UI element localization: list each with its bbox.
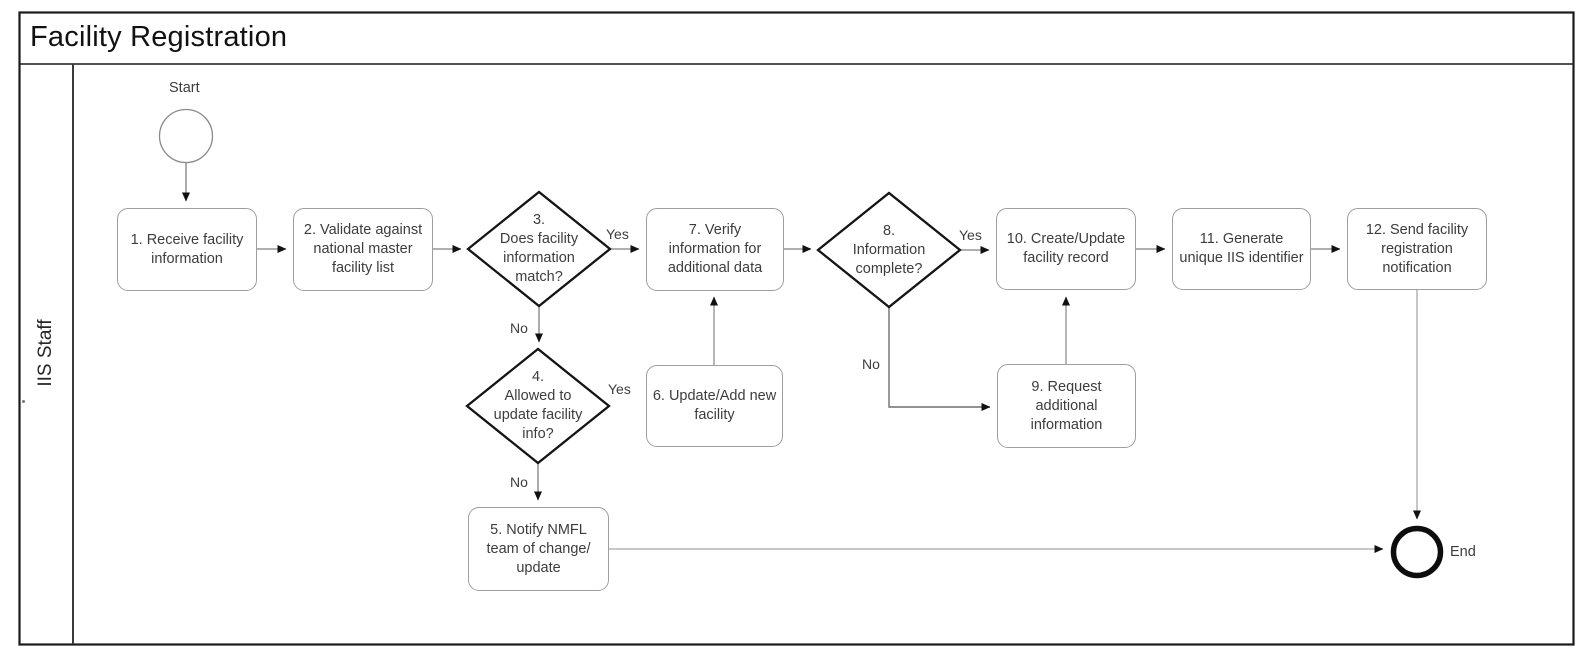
edge-label-no-3: No (510, 320, 528, 336)
task-9-request-additional-information: 9. Request additional information (997, 364, 1136, 448)
stray-mark (22, 400, 25, 403)
edge-label-yes-4: Yes (608, 381, 631, 397)
flow-8-no-to-9 (888, 307, 991, 411)
start-event-circle (158, 108, 214, 164)
start-event-label: Start (169, 80, 200, 96)
pool-frame (18, 11, 1575, 646)
end-event-label: End (1450, 544, 1476, 560)
task-10-create-update-facility-record: 10. Create/Update facility record (996, 208, 1136, 290)
edge-label-no-8: No (862, 356, 880, 372)
task-2-validate-against-nmfl: 2. Validate against national master faci… (293, 208, 433, 291)
task-12-send-registration-notification: 12. Send facility registration notificat… (1347, 208, 1487, 290)
gateway-3-shape (466, 190, 612, 308)
task-11-generate-unique-iis-identifier: 11. Generate unique IIS identifier (1172, 208, 1311, 290)
gateway-4-shape (465, 347, 611, 465)
task-1-receive-facility-information: 1. Receive facility information (117, 208, 257, 291)
edge-label-yes-8: Yes (959, 227, 982, 243)
edge-label-yes-3: Yes (606, 226, 629, 242)
task-5-notify-nmfl-team: 5. Notify NMFL team of change/ update (468, 507, 609, 591)
edge-label-no-4: No (510, 474, 528, 490)
gateway-8-shape (816, 191, 962, 309)
task-7-verify-information: 7. Verify information for additional dat… (646, 208, 784, 291)
end-event-circle (1390, 525, 1444, 579)
page-title: Facility Registration (30, 21, 288, 53)
task-6-update-add-new-facility: 6. Update/Add new facility (646, 365, 783, 447)
lane-label: IIS Staff (35, 319, 56, 387)
